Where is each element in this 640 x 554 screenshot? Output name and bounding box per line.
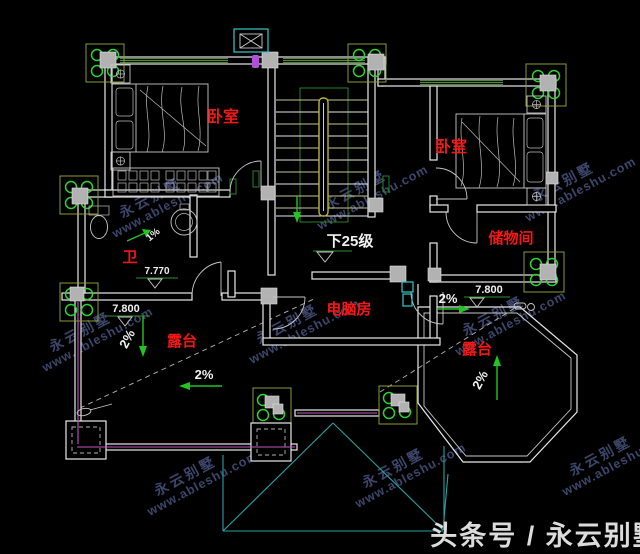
- skylight-vent: [233, 28, 269, 68]
- slope-right-terrace-up: 2%: [469, 368, 491, 392]
- staircase: [229, 87, 390, 223]
- footer-caption: 头条号 / 永云别墅: [430, 521, 640, 551]
- storage-door: [445, 211, 478, 244]
- level-right-terrace: 7.800: [475, 284, 503, 296]
- room-label-bathroom: 卫: [122, 249, 137, 266]
- stair-handrail: [318, 97, 329, 217]
- door-marker: [252, 55, 259, 68]
- slope-arrows: [126, 229, 501, 400]
- slope-right-exit: 2%: [439, 291, 458, 306]
- roof-lines: [222, 422, 449, 532]
- corner-plant: [378, 385, 418, 425]
- room-label-computer-room: 电脑房: [326, 300, 371, 318]
- dashed-guide-lines: [79, 297, 519, 409]
- room-label-left-bedroom: 卧室: [207, 107, 239, 126]
- level-left-terrace: 7.800: [112, 303, 140, 315]
- arrow-right: [437, 305, 470, 313]
- bathroom-door: [191, 261, 222, 296]
- wardrobe-items: [117, 170, 217, 193]
- stairs-note: 下25级: [327, 232, 375, 250]
- corner-plant: [59, 282, 99, 322]
- nightstand: [526, 187, 547, 206]
- door-frame: [382, 175, 390, 193]
- toilet: [88, 205, 110, 239]
- bathroom-fixtures: [88, 203, 198, 239]
- slope-bathroom-drain: 1%: [144, 226, 162, 244]
- right-bed: [455, 95, 547, 206]
- wardrobe: [112, 167, 220, 197]
- arrow-down: [139, 316, 147, 357]
- level-marker: [313, 250, 352, 263]
- bathroom-slope-tick: [126, 229, 151, 242]
- level-marker: [106, 315, 150, 327]
- door-frame: [252, 170, 260, 188]
- window-lines: [120, 58, 503, 85]
- nightstand: [110, 64, 131, 84]
- level-bathroom: 7.770: [144, 266, 169, 277]
- drain-symbols: [76, 281, 535, 417]
- level-marker: [136, 277, 178, 289]
- railings: [77, 302, 377, 448]
- level-marker: [464, 296, 510, 308]
- arrow-up: [493, 355, 501, 400]
- nightstand: [110, 151, 131, 171]
- slope-left-terrace-west: 2%: [195, 367, 214, 382]
- right-bedroom-door: [435, 167, 468, 200]
- left-bedroom-door: [229, 160, 262, 193]
- water-heater: [401, 281, 414, 307]
- left-bed: [110, 64, 209, 171]
- door-swings: [191, 160, 478, 330]
- room-label-right-bedroom: 卧室: [435, 137, 467, 156]
- computer-room-door: [272, 296, 306, 330]
- nightstand: [526, 95, 547, 114]
- level-markers: [106, 250, 510, 327]
- stair-direction-arrow: [293, 196, 301, 223]
- terrace-column: [65, 420, 107, 460]
- corner-plant: [252, 387, 292, 427]
- columns: [65, 51, 559, 462]
- arrow-left: [179, 382, 222, 390]
- terrace-column: [250, 422, 292, 462]
- octagon-terrace-outline: [417, 284, 578, 463]
- room-label-storage: 储物间: [488, 229, 533, 247]
- sink: [170, 203, 198, 236]
- room-label-left-terrace: 露台: [167, 332, 197, 350]
- room-label-right-terrace: 露台: [462, 340, 492, 358]
